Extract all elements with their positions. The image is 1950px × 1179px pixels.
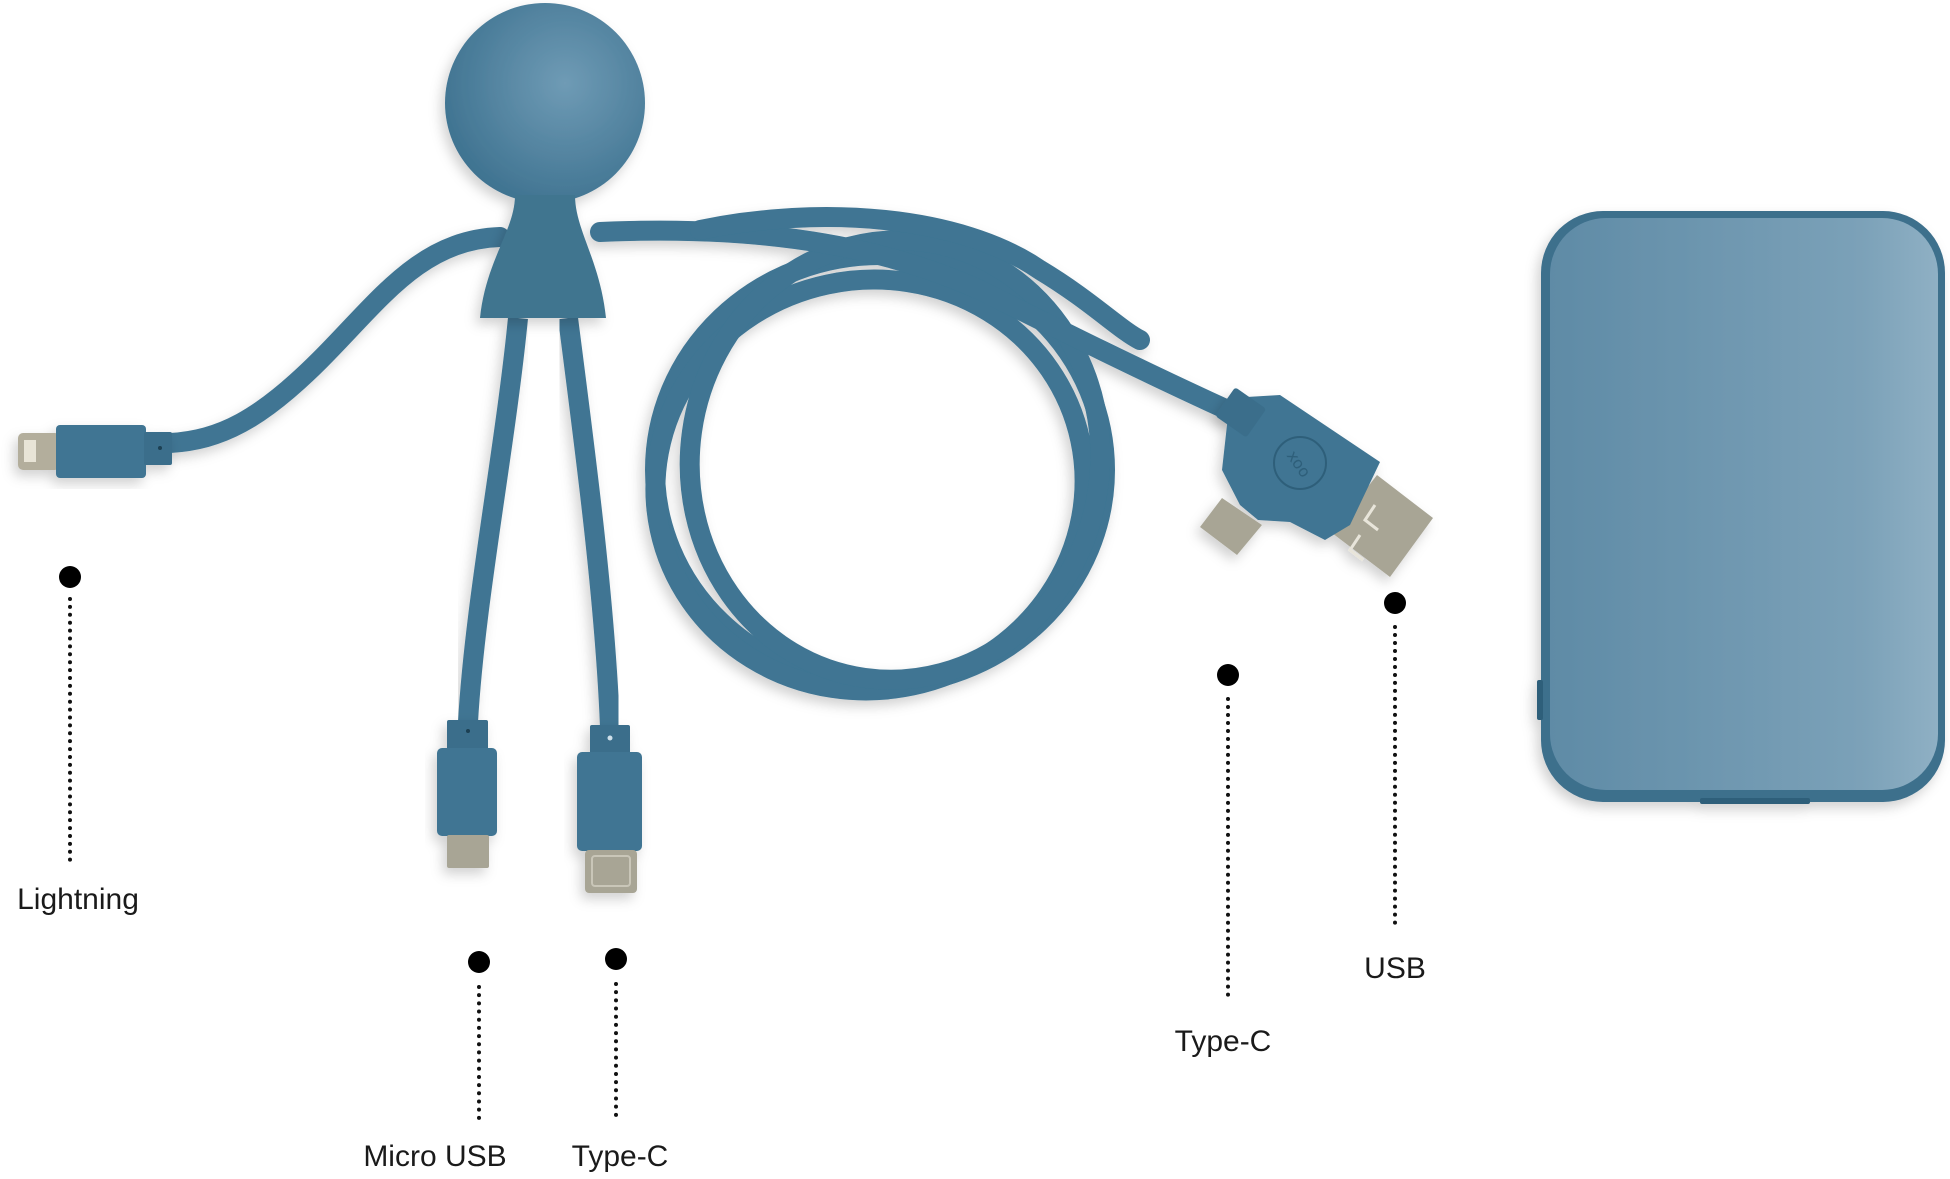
left-leg-cable — [458, 317, 528, 723]
dual-usb-plug: xoo — [1200, 388, 1433, 577]
label-usb: USB — [1364, 952, 1426, 985]
callout-dot — [1217, 664, 1239, 686]
callout-dotted-line — [477, 985, 481, 1120]
callout-dot — [1384, 592, 1406, 614]
callout-dot — [605, 948, 627, 970]
power-bank — [1537, 211, 1945, 804]
label-type-c-plug: Type-C — [1174, 1025, 1272, 1058]
callout-dotted-line — [1393, 625, 1397, 925]
label-type-c-leg: Type-C — [571, 1140, 669, 1173]
lightning-connector — [18, 425, 172, 478]
callout-dot — [468, 951, 490, 973]
callout-dot — [59, 566, 81, 588]
type-c-leg-connector — [577, 725, 642, 893]
micro-usb-connector — [437, 720, 497, 868]
cable-coil — [590, 207, 1242, 701]
label-lightning: Lightning — [17, 883, 139, 916]
callout-dotted-line — [1226, 697, 1230, 997]
callout-dotted-line — [614, 982, 618, 1117]
left-arm-cable — [160, 227, 510, 453]
character-hub — [445, 3, 645, 318]
right-leg-cable — [558, 316, 620, 728]
label-micro-usb: Micro USB — [363, 1140, 507, 1173]
callout-dotted-line — [68, 597, 72, 862]
